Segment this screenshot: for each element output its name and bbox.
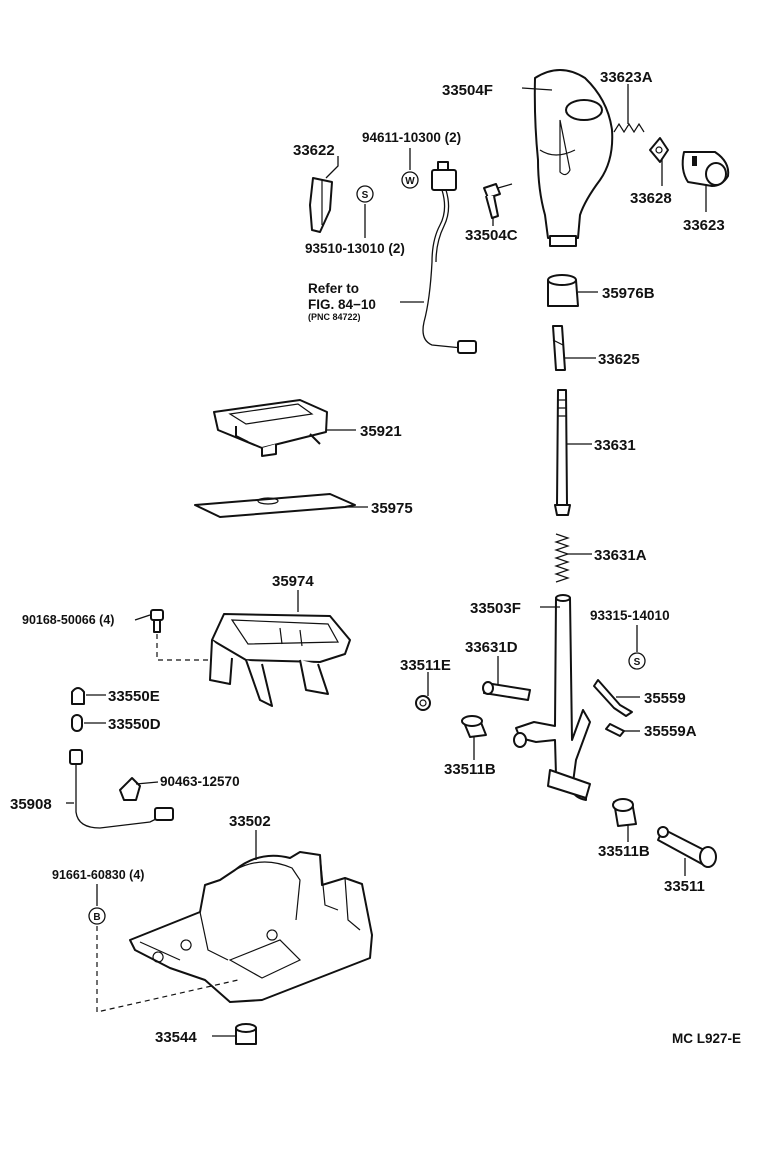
bolt-symbol-letter: B [93, 912, 100, 923]
label-33544: 33544 [155, 1029, 197, 1046]
label-35908: 35908 [10, 796, 52, 813]
bulb-33550E [71, 687, 85, 705]
label-35921: 35921 [360, 423, 402, 440]
label-33511B-lower: 33511B [598, 843, 650, 860]
plate-35975 [194, 493, 356, 518]
label-33628: 33628 [630, 190, 672, 207]
spring-33623A [613, 122, 645, 134]
cover-35921 [213, 399, 328, 457]
pin-33625 [552, 325, 566, 371]
label-33631: 33631 [594, 437, 636, 454]
label-33550D: 33550D [108, 716, 161, 733]
label-35559: 35559 [644, 690, 686, 707]
ref-line-1: Refer to [308, 281, 359, 296]
switch-harness [422, 161, 477, 354]
leader-lines [66, 84, 707, 1037]
clip-33628 [649, 137, 669, 163]
label-93315-14010: 93315-14010 [590, 608, 670, 623]
label-35559A: 35559A [644, 723, 697, 740]
label-33511E: 33511E [400, 657, 451, 674]
shift-knob-33504F [533, 69, 614, 247]
housing-base-33502 [129, 851, 373, 1003]
label-33631A: 33631A [594, 547, 647, 564]
washer-symbol-letter: W [405, 176, 415, 187]
diagram-id: MC L927-E [672, 1031, 741, 1046]
clamp-90463 [119, 777, 141, 801]
label-33511B-upper: 33511B [444, 761, 496, 778]
bolt-90168 [150, 609, 208, 661]
bracket-33622 [309, 177, 333, 233]
label-33550E: 33550E [108, 688, 160, 705]
label-33502: 33502 [229, 813, 271, 830]
bolt-symbol: B [88, 907, 239, 1013]
spring-nut-symbol-letter: S [362, 190, 369, 201]
bushing-33511B-lower [612, 798, 637, 827]
spring-nut-symbol-right: S [628, 652, 646, 670]
bulb-33550D [71, 714, 83, 732]
label-33631D: 33631D [465, 639, 518, 656]
label-35976B: 35976B [602, 285, 655, 302]
bushing-33511B-upper [461, 715, 487, 738]
label-33511: 33511 [664, 878, 705, 895]
label-33622: 33622 [293, 142, 335, 159]
ref-line-2: FIG. 84−10 [308, 297, 376, 312]
label-33504F: 33504F [442, 82, 493, 99]
label-93510-13010: 93510-13010 (2) [305, 241, 405, 256]
label-94611-10300: 94611-10300 (2) [362, 130, 461, 145]
labels: 33504F 33623A 33622 94611-10300 (2) 3362… [10, 69, 741, 1046]
rod-33631 [554, 389, 571, 516]
ref-line-3: (PNC 84722) [308, 312, 361, 322]
label-90168-50066: 90168-50066 (4) [22, 613, 114, 627]
spring-nut-symbol-upper: S [356, 185, 374, 203]
label-90463-12570: 90463-12570 [160, 774, 240, 789]
label-33504C: 33504C [465, 227, 518, 244]
label-33625: 33625 [598, 351, 640, 368]
screw-33504C [483, 183, 513, 219]
label-91661-60830: 91661-60830 (4) [52, 868, 144, 882]
clip-35559A [605, 723, 625, 737]
label-33623A: 33623A [600, 69, 653, 86]
label-33623: 33623 [683, 217, 725, 234]
lever-33503F [513, 594, 591, 801]
bushing-33544 [235, 1023, 257, 1045]
nut-33511E [415, 695, 431, 711]
lock-35559 [593, 679, 633, 717]
pin-33511 [657, 826, 717, 868]
bushing-35976B [547, 274, 579, 307]
spring-nut-symbol-letter: S [634, 657, 641, 668]
housing-35974 [209, 613, 351, 707]
button-33623 [681, 151, 730, 187]
label-35974: 35974 [272, 573, 314, 590]
pin-33631D [482, 681, 531, 701]
washer-symbol: W [401, 171, 419, 189]
label-33503F: 33503F [470, 600, 521, 617]
spring-33631A [554, 533, 570, 583]
harness-35908 [69, 749, 174, 829]
label-35975: 35975 [371, 500, 413, 517]
